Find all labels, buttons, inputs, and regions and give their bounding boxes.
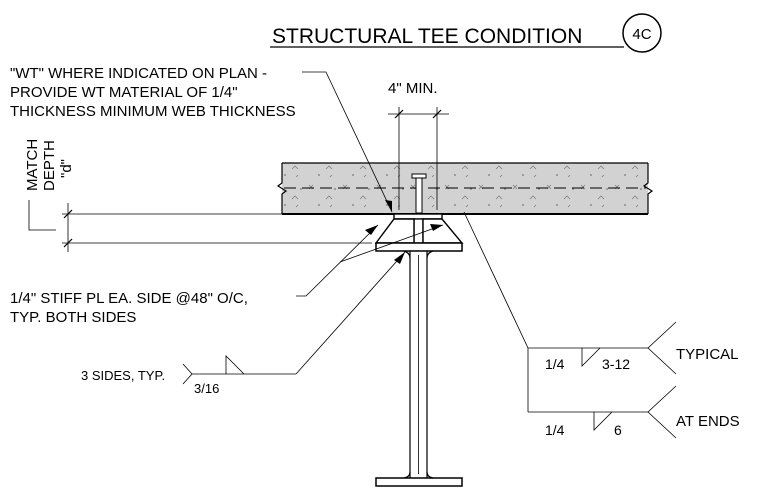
wt-note-line-2: PROVIDE WT MATERIAL OF 1/4" (10, 84, 238, 101)
stiff-note-line-2: TYP. BOTH SIDES (10, 309, 136, 326)
beam-bottom-flange (375, 477, 463, 487)
weld-left-arrow-leader (295, 251, 406, 375)
stiff-note-arrow-left (365, 225, 378, 235)
match-depth-tick-bottom (63, 238, 73, 248)
weld-right-fillet-ends (593, 411, 613, 431)
beam-web-fillet-right (426, 250, 434, 259)
match-depth-label-3: "d" (58, 159, 75, 178)
dim-tick-left (394, 109, 404, 119)
stiff-note-line-1: 1/4" STIFF PL EA. SIDE @48" O/C, (10, 290, 248, 307)
wt-note-leader (302, 71, 393, 213)
weld-symbol-right: 1/4 3-12 TYPICAL 1/4 6 AT ENDS (463, 211, 740, 439)
tee-stem (413, 218, 424, 244)
structural-tee (374, 213, 464, 252)
weld-left-arrow (394, 252, 405, 264)
stiffener-note: 1/4" STIFF PL EA. SIDE @48" O/C, TYP. BO… (10, 224, 444, 326)
stiff-note-leader-left (296, 224, 379, 297)
weld-ends-label: AT ENDS (676, 413, 740, 430)
match-depth-dimension: MATCH DEPTH "d" (24, 139, 372, 252)
slab-break-right (642, 163, 654, 214)
dim-min-label: 4" MIN. (388, 80, 438, 97)
wt-note-line-1: "WT" WHERE INDICATED ON PLAN - (10, 65, 267, 82)
wt-note-line-3: THICKNESS MINIMUM WEB THICKNESS (10, 103, 296, 120)
match-depth-leader (28, 200, 56, 231)
match-depth-label-1: MATCH (24, 139, 41, 191)
weld-left-tail (182, 363, 193, 385)
stiffener-plate-right (422, 218, 464, 244)
stiffener-plate-left (374, 218, 415, 244)
shear-stud-shank (415, 177, 423, 214)
weld-typical-tail (647, 321, 677, 375)
wt-note-arrow (385, 200, 392, 212)
concrete-slab (276, 162, 654, 215)
detail-title: STRUCTURAL TEE CONDITION (272, 25, 582, 48)
weld-left-note: 3 SIDES, TYP. (81, 368, 165, 383)
stiff-note-leader-right (339, 224, 444, 263)
detail-tag: 4C (632, 26, 651, 43)
weld-ends-length: 6 (614, 422, 622, 438)
wt-note: "WT" WHERE INDICATED ON PLAN - PROVIDE W… (10, 65, 393, 213)
dimension-4-min: 4" MIN. (388, 80, 449, 210)
title-block: STRUCTURAL TEE CONDITION 4C (270, 13, 662, 53)
detail-tag-circle (622, 13, 662, 53)
slab-fill (282, 163, 648, 214)
weld-typical-label: TYPICAL (676, 346, 739, 363)
tee-flange (393, 213, 443, 220)
wide-flange-beam (375, 250, 463, 487)
weld-right-fillet-typical (581, 347, 601, 367)
weld-right-arrow-leader (463, 211, 529, 349)
slab-break-left (276, 163, 288, 214)
match-depth-tick-top (63, 209, 73, 219)
beam-top-flange (375, 242, 463, 252)
weld-ends-size: 1/4 (545, 422, 565, 438)
weld-left-fillet (225, 355, 245, 375)
match-depth-label-2: DEPTH (41, 140, 58, 191)
beam-bottom-fillet-left (403, 471, 411, 479)
weld-left-size: 3/16 (194, 381, 219, 396)
beam-web-fillet-left (403, 250, 411, 259)
weld-symbol-left: 3 SIDES, TYP. 3/16 (81, 251, 406, 396)
weld-typical-size: 1/4 (545, 356, 565, 372)
shear-stud-head (411, 173, 427, 179)
weld-ends-tail (647, 385, 677, 439)
dim-tick-right (432, 109, 442, 119)
beam-bottom-fillet-right (426, 471, 434, 479)
stiff-note-arrow-right (430, 224, 443, 231)
weld-typical-length-pitch: 3-12 (602, 356, 630, 372)
